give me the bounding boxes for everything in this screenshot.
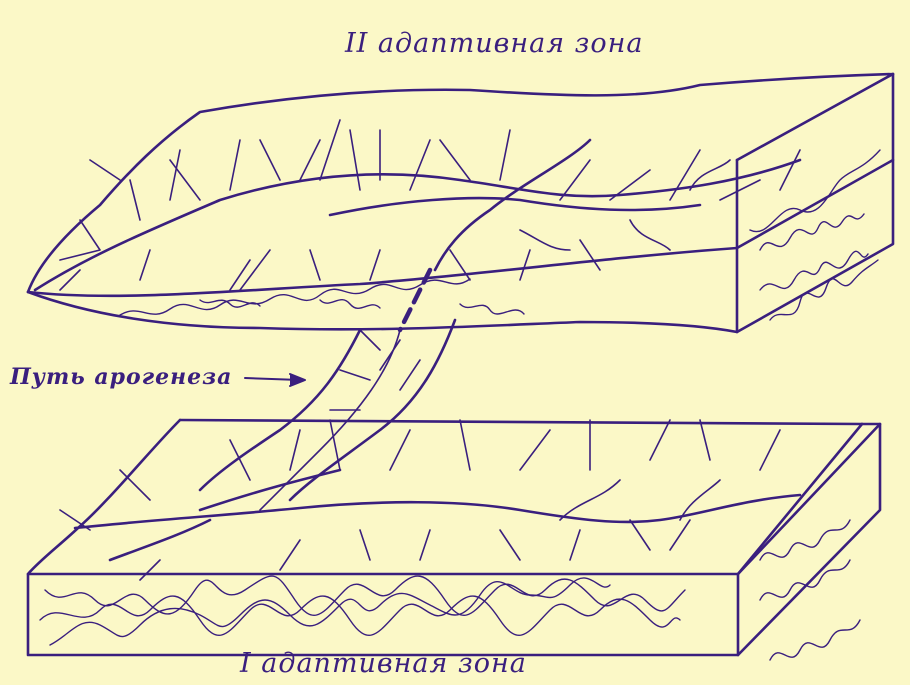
upper-zone-label: II адаптивная зона [345, 28, 644, 59]
upper-zone-slab [28, 74, 893, 332]
lower-zone-label: I адаптивная зона [240, 648, 527, 679]
upper-slab-front-top [28, 248, 737, 296]
upper-slab-top-surface [28, 74, 893, 292]
arogenesis-path-label: Путь арогенеза [10, 364, 232, 390]
lower-zone-slab [28, 420, 880, 660]
lower-slab-back-edge [180, 420, 862, 424]
path-arrow [245, 374, 305, 386]
upper-slab-right-top-edge [737, 74, 893, 248]
lower-slab-right-edge [738, 424, 862, 574]
